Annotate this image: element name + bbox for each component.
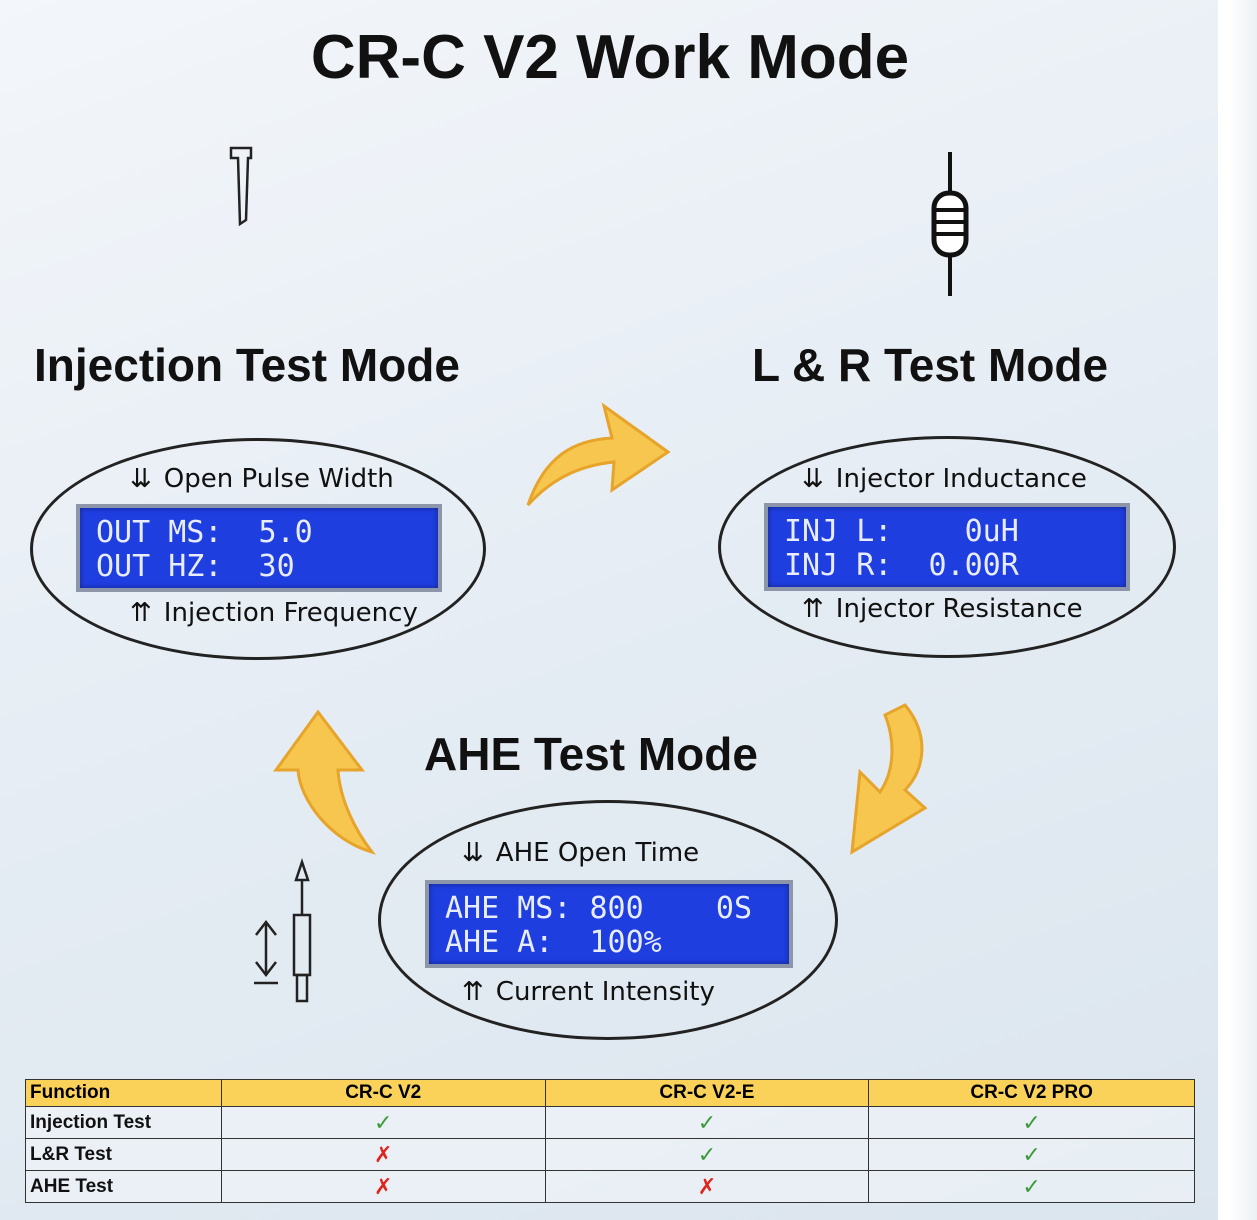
injection-frequency-hint: ⇈ Injection Frequency	[130, 598, 418, 628]
open-pulse-width-hint: ⇊ Open Pulse Width	[130, 464, 394, 494]
lr-mode-panel	[718, 436, 1176, 658]
row-label: AHE Test	[25, 1170, 222, 1203]
hint-label: AHE Open Time	[495, 838, 700, 868]
arrow-lr-to-ahe	[850, 703, 928, 855]
header-cr-c-v2-e: CR-C V2-E	[544, 1079, 870, 1107]
table-cell: ✗	[544, 1170, 870, 1203]
lr-mode-title: L & R Test Mode	[752, 339, 1109, 391]
ahe-lcd-display: AHE MS: 800 0S AHE A: 100%	[425, 880, 793, 968]
up-arrows-icon: ⇈	[802, 594, 824, 624]
hint-label: Injection Frequency	[163, 598, 418, 628]
table-row: AHE Test ✗ ✗ ✓	[25, 1170, 1195, 1203]
lr-lcd-display: INJ L: 0uH INJ R: 0.00R	[764, 503, 1130, 591]
table-cell: ✓	[220, 1106, 546, 1139]
page-title: CR-C V2 Work Mode	[310, 23, 910, 92]
resistor-icon	[931, 152, 969, 296]
arrow-injection-to-lr	[526, 402, 671, 507]
table-cell: ✗	[220, 1170, 546, 1203]
injector-resistance-hint: ⇈ Injector Resistance	[802, 594, 1083, 624]
current-intensity-hint: ⇈ Current Intensity	[462, 977, 715, 1007]
up-arrows-icon: ⇈	[130, 598, 152, 628]
down-arrows-icon: ⇊	[130, 464, 152, 494]
lcd-line-2: OUT HZ: 30	[96, 549, 295, 584]
stroke-measure-icon	[254, 858, 312, 1003]
header-cr-c-v2: CR-C V2	[220, 1079, 546, 1107]
row-label: L&R Test	[25, 1138, 222, 1171]
lcd-line-1: INJ L: 0uH	[784, 514, 1019, 549]
lcd-line-2: AHE A: 100%	[445, 925, 662, 960]
lcd-line-1: OUT MS: 5.0	[96, 515, 313, 550]
arrow-ahe-to-injection	[273, 709, 376, 855]
injector-inductance-hint: ⇊ Injector Inductance	[802, 464, 1087, 494]
ahe-open-time-hint: ⇊ AHE Open Time	[462, 838, 699, 868]
table-cell: ✓	[544, 1106, 870, 1139]
header-function: Function	[25, 1079, 222, 1107]
table-cell: ✓	[868, 1138, 1195, 1171]
hint-label: Open Pulse Width	[163, 464, 394, 494]
lcd-line-1: AHE MS: 800 0S	[445, 891, 753, 926]
injector-icon	[229, 146, 253, 227]
function-comparison-table: Function CR-C V2 CR-C V2-E CR-C V2 PRO I…	[25, 1079, 1195, 1203]
hint-label: Current Intensity	[495, 977, 715, 1007]
table-cell: ✗	[220, 1138, 546, 1171]
injection-mode-panel	[30, 438, 486, 660]
row-label: Injection Test	[25, 1106, 222, 1139]
down-arrows-icon: ⇊	[802, 464, 824, 494]
ahe-mode-title: AHE Test Mode	[424, 728, 758, 780]
ahe-mode-panel	[378, 800, 838, 1040]
hint-label: Injector Resistance	[835, 594, 1083, 624]
table-cell: ✓	[868, 1106, 1195, 1139]
down-arrows-icon: ⇊	[462, 838, 484, 868]
hint-label: Injector Inductance	[835, 464, 1087, 494]
right-edge-strip	[1218, 0, 1257, 1220]
table-header-row: Function CR-C V2 CR-C V2-E CR-C V2 PRO	[25, 1079, 1195, 1107]
table-cell: ✓	[868, 1170, 1195, 1203]
injection-mode-title: Injection Test Mode	[34, 339, 460, 391]
injection-lcd-display: OUT MS: 5.0 OUT HZ: 30	[76, 504, 442, 592]
header-cr-c-v2-pro: CR-C V2 PRO	[868, 1079, 1195, 1107]
table-row: Injection Test ✓ ✓ ✓	[25, 1106, 1195, 1139]
table-cell: ✓	[544, 1138, 870, 1171]
up-arrows-icon: ⇈	[462, 977, 484, 1007]
lcd-line-2: INJ R: 0.00R	[784, 548, 1019, 583]
table-row: L&R Test ✗ ✓ ✓	[25, 1138, 1195, 1171]
